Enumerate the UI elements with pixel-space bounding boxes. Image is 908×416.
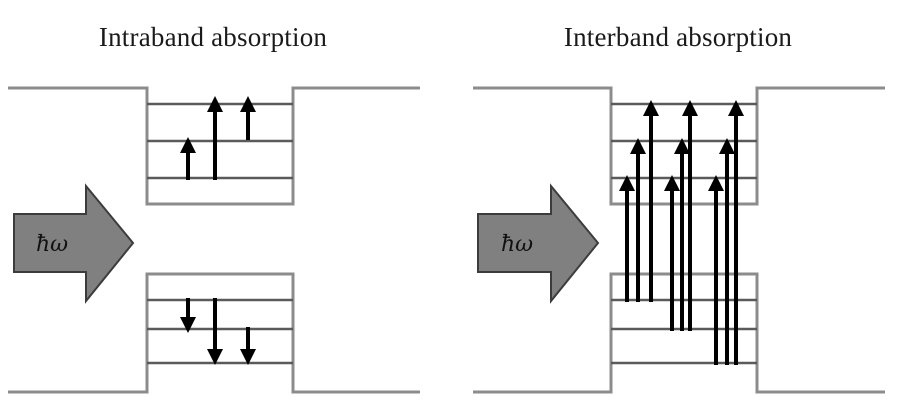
intraband-title: Intraband absorption [98, 22, 328, 52]
photon-arrow: ħω [13, 183, 135, 304]
photon-energy-label: ħω [36, 232, 68, 257]
conduction-band-outline [473, 86, 885, 206]
photon-arrow-shape [13, 183, 135, 304]
valence-band-outline [8, 272, 420, 394]
valence-levels [147, 298, 293, 365]
conduction-levels [147, 102, 293, 180]
photon-energy-label: ħω [501, 232, 533, 257]
intraband-diagram: ħω [8, 86, 420, 394]
interband-title: Interband absorption [563, 22, 793, 52]
valence-transitions [180, 298, 256, 365]
conduction-band-outline [8, 86, 420, 206]
photon-arrow-shape [477, 183, 600, 304]
interband-diagram: ħω [473, 86, 885, 394]
valence-band-outline [473, 272, 885, 394]
photon-arrow: ħω [477, 183, 600, 304]
interband-transitions [619, 100, 744, 365]
conduction-transitions [180, 96, 256, 180]
